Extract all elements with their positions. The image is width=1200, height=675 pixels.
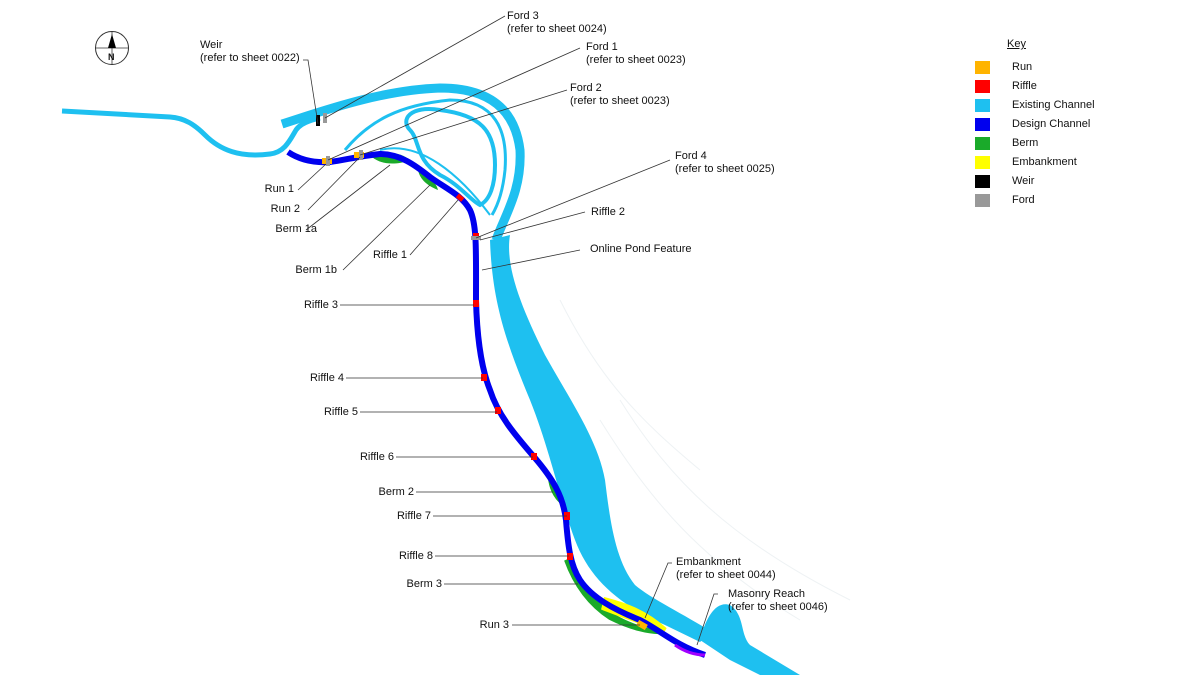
- existing-channel-outlet: [700, 604, 800, 675]
- key-item-embankment: Embankment: [975, 155, 1165, 169]
- compass-north-label: N: [108, 52, 115, 62]
- key-item-weir: Weir: [975, 174, 1165, 188]
- label-riffle-6: Riffle 6: [359, 451, 394, 463]
- ford-1-ref: (refer to sheet 0023): [586, 54, 686, 66]
- run-3-mark: [636, 619, 648, 631]
- label-berm-2: Berm 2: [378, 486, 414, 498]
- weir-ref: (refer to sheet 0022): [200, 52, 300, 64]
- key-label: Weir: [1012, 175, 1035, 187]
- label-online-pond: Online Pond Feature: [590, 243, 692, 255]
- ford-1-title: Ford 1: [586, 41, 618, 53]
- label-run-1: Run 1: [264, 183, 294, 195]
- key-label: Berm: [1012, 137, 1039, 149]
- key-item-berm: Berm: [975, 136, 1165, 150]
- label-run-2: Run 2: [270, 203, 300, 215]
- key-item-ford: Ford: [975, 193, 1165, 207]
- ford-2-title: Ford 2: [570, 82, 602, 94]
- label-weir: Weir (refer to sheet 0022): [200, 39, 300, 65]
- key-label: Run: [1012, 61, 1033, 73]
- ford-3-ref: (refer to sheet 0024): [507, 23, 607, 35]
- weir-title: Weir: [200, 39, 223, 51]
- label-masonry-reach: Masonry Reach (refer to sheet 0046): [728, 588, 828, 614]
- key-label: Embankment: [1012, 156, 1077, 168]
- weir-mark: [316, 115, 320, 126]
- ford-3-title: Ford 3: [507, 10, 539, 22]
- existing-channel-swatch: [975, 98, 990, 112]
- masonry-reach: [674, 643, 706, 657]
- existing-channel-upstream: [61, 108, 321, 158]
- ford-1-mark: [326, 156, 330, 166]
- label-embankment: Embankment (refer to sheet 0044): [676, 556, 776, 582]
- fords: [323, 113, 481, 240]
- key-item-run: Run: [975, 60, 1165, 74]
- existing-channel-main: [490, 235, 712, 642]
- ford-4-ref: (refer to sheet 0025): [675, 163, 775, 175]
- label-riffle-2: Riffle 2: [591, 206, 626, 218]
- ford-swatch: [975, 193, 990, 207]
- label-riffle-5: Riffle 5: [323, 406, 358, 418]
- existing-channel-loop: [280, 83, 525, 242]
- contours: [559, 299, 851, 621]
- label-ford-1: Ford 1 (refer to sheet 0023): [586, 41, 686, 67]
- riffle-5-mark: [495, 407, 501, 414]
- weir-swatch: [975, 174, 990, 188]
- masonry-title: Masonry Reach: [728, 588, 806, 600]
- ford-2-ref: (refer to sheet 0023): [570, 95, 670, 107]
- key-item-riffle: Riffle: [975, 79, 1165, 93]
- label-berm-1a: Berm 1a: [275, 223, 317, 235]
- existing-channel-outlet-branch: [746, 651, 774, 675]
- label-berm-3: Berm 3: [406, 578, 442, 590]
- key-label: Ford: [1012, 194, 1035, 206]
- existing-channel-inner: [404, 107, 498, 208]
- north-arrow: N: [94, 30, 130, 66]
- label-ford-3: Ford 3 (refer to sheet 0024): [507, 10, 607, 36]
- label-riffle-3: Riffle 3: [303, 299, 338, 311]
- key-label: Existing Channel: [1012, 99, 1095, 111]
- ford-4-title: Ford 4: [675, 150, 707, 162]
- existing-channel-branch: [379, 147, 491, 216]
- riffle-swatch: [975, 79, 990, 93]
- map-key: Key Run Riffle Existing Channel Design C…: [975, 38, 1165, 213]
- embankment-swatch: [975, 155, 990, 169]
- key-item-existing-channel: Existing Channel: [975, 98, 1165, 112]
- embankment-ref: (refer to sheet 0044): [676, 569, 776, 581]
- label-riffle-4: Riffle 4: [309, 372, 344, 384]
- label-riffle-8: Riffle 8: [398, 550, 433, 562]
- key-title: Key: [1007, 38, 1026, 50]
- label-berm-1b: Berm 1b: [295, 264, 337, 276]
- key-label: Design Channel: [1012, 118, 1091, 130]
- riffle-8-mark: [567, 553, 573, 560]
- riffle-4-mark: [481, 374, 487, 381]
- key-label: Riffle: [1012, 80, 1037, 92]
- riffle-6-mark: [531, 453, 537, 460]
- riffle-1-mark: [455, 193, 465, 202]
- compass-icon: [95, 31, 129, 65]
- design-channel: [286, 149, 706, 658]
- design-channel-swatch: [975, 117, 990, 131]
- key-item-design-channel: Design Channel: [975, 117, 1165, 131]
- berm-swatch: [975, 136, 990, 150]
- run-swatch: [975, 60, 990, 74]
- masonry-ref: (refer to sheet 0046): [728, 601, 828, 613]
- embankment-title: Embankment: [676, 556, 741, 568]
- label-ford-2: Ford 2 (refer to sheet 0023): [570, 82, 670, 108]
- leader-lines: [297, 15, 718, 646]
- label-riffle-7: Riffle 7: [396, 510, 431, 522]
- label-ford-4: Ford 4 (refer to sheet 0025): [675, 150, 775, 176]
- riffle-3-mark: [473, 300, 479, 307]
- existing-channel-branch: [343, 98, 507, 216]
- label-run-3: Run 3: [479, 619, 509, 631]
- label-riffle-1: Riffle 1: [372, 249, 407, 261]
